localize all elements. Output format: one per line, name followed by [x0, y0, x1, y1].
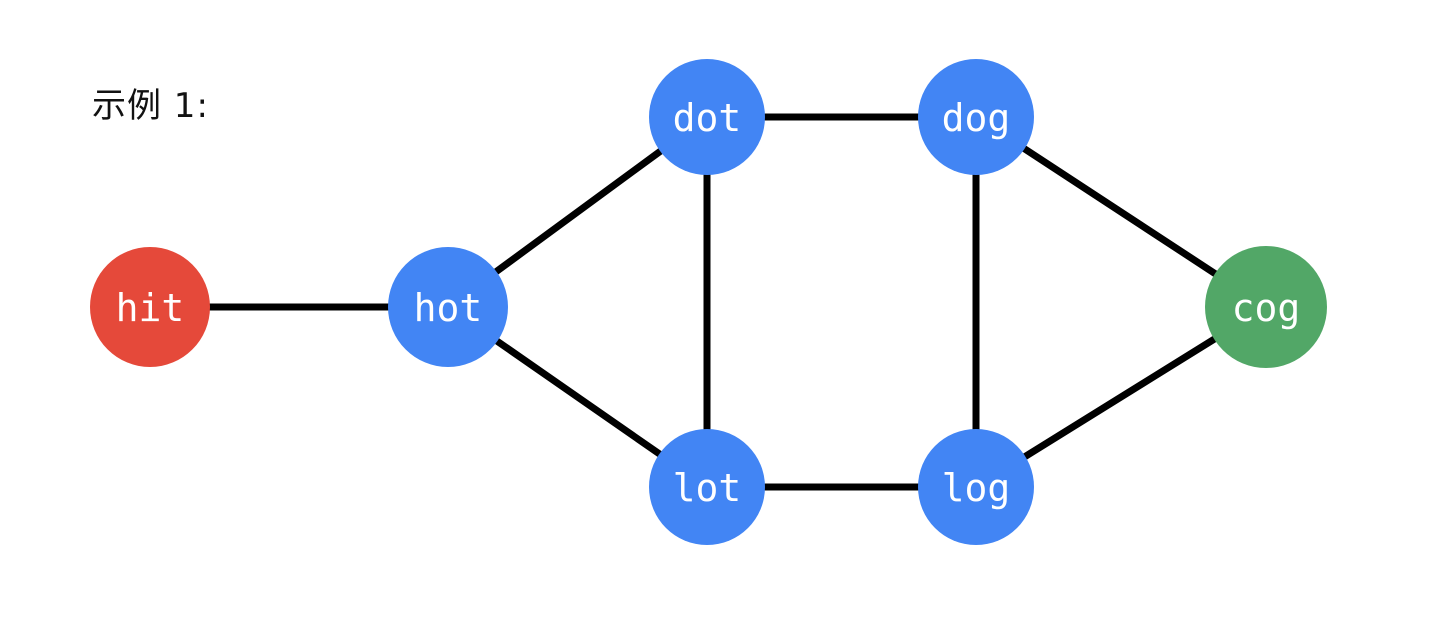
edge-hot-lot — [492, 336, 665, 459]
graph-node-hot[interactable]: hot — [388, 247, 508, 367]
node-circle-dot[interactable] — [649, 59, 765, 175]
edge-dog-cog — [1019, 144, 1221, 279]
node-circle-cog[interactable] — [1205, 246, 1327, 368]
node-label-hit: hit — [116, 286, 185, 330]
edge-log-cog — [1020, 334, 1220, 461]
node-circle-log[interactable] — [918, 429, 1034, 545]
example-caption: 示例 1: — [92, 86, 209, 126]
nodes-layer: hit hot dot dog lot log cog — [90, 59, 1327, 545]
graph-node-hit[interactable]: hit — [90, 247, 210, 367]
node-label-cog: cog — [1232, 286, 1301, 330]
node-label-log: log — [942, 466, 1011, 510]
graph-node-log[interactable]: log — [918, 429, 1034, 545]
graph-node-dog[interactable]: dog — [918, 59, 1034, 175]
node-label-dog: dog — [942, 96, 1011, 140]
edges-layer — [204, 113, 1221, 491]
node-circle-hit[interactable] — [90, 247, 210, 367]
node-label-hot: hot — [414, 286, 483, 330]
node-circle-dog[interactable] — [918, 59, 1034, 175]
graph-node-dot[interactable]: dot — [649, 59, 765, 175]
graph-node-cog[interactable]: cog — [1205, 246, 1327, 368]
graph-node-lot[interactable]: lot — [649, 429, 765, 545]
node-label-dot: dot — [673, 96, 742, 140]
edge-hot-dot — [491, 146, 666, 277]
node-circle-lot[interactable] — [649, 429, 765, 545]
node-circle-hot[interactable] — [388, 247, 508, 367]
node-label-lot: lot — [673, 466, 742, 510]
